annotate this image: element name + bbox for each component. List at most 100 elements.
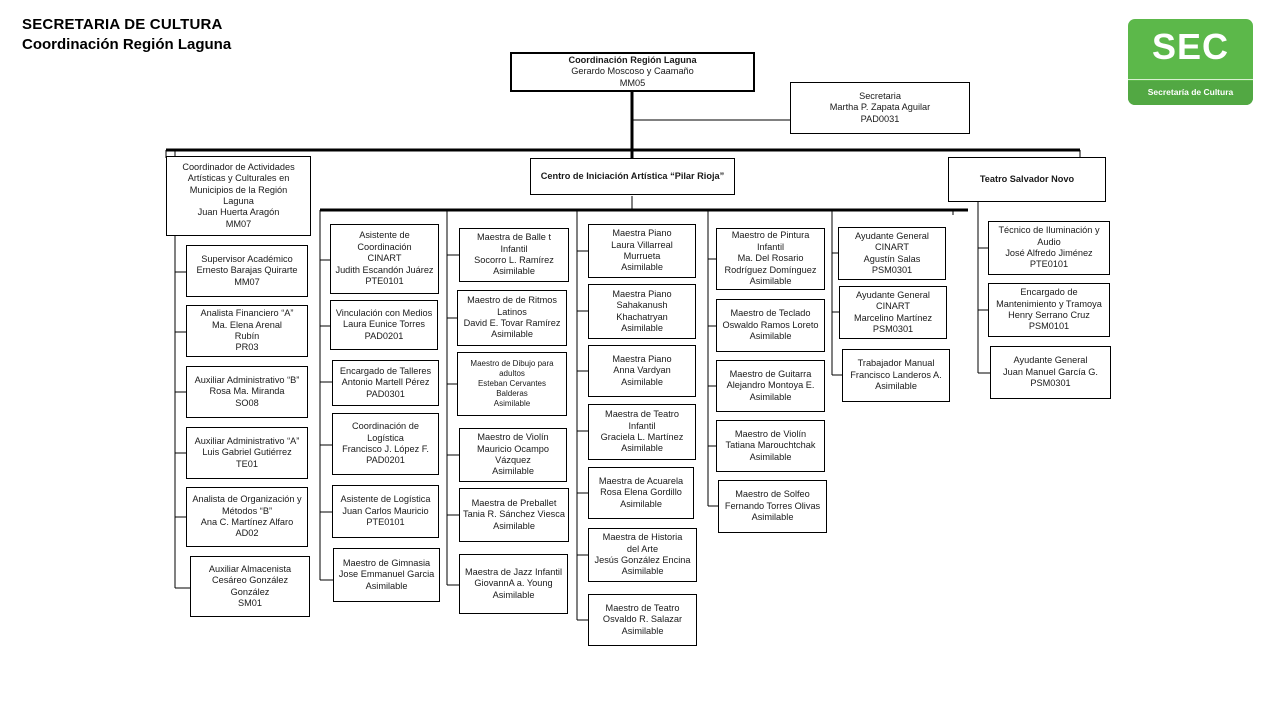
node-text-line: Rubín [234, 331, 260, 341]
node-text-line: Gerardo Moscoso y Caamaño [571, 66, 694, 77]
node-text-line: PTE0101 [366, 517, 405, 528]
node-text-line: Ma. Del Rosario [737, 253, 804, 264]
node-text-line: Coordinación de [352, 421, 419, 432]
node-text-line: Maestro de Violín [477, 432, 549, 443]
node-text-line: Sahakanush [616, 300, 668, 311]
node-text-line: Laura Eunice Torres [342, 319, 426, 330]
node-text-line: Ayudante General [855, 230, 929, 241]
node-text-line: Laguna [223, 196, 254, 206]
node-auxiliar-administrativo-b: Auxiliar Administrativo “B”Rosa Ma. Mira… [186, 366, 308, 418]
node-text-line: Asimilable [875, 381, 917, 392]
node-text-line: CINART [367, 253, 402, 264]
node-text-line: Asimilable [621, 443, 663, 454]
node-text-line: Tatiana Marouchtchak [725, 440, 816, 451]
node-text-line: PAD0031 [860, 113, 900, 124]
node-text-line: Murrueta [623, 251, 661, 261]
node-text-line: SM01 [237, 597, 262, 608]
node-text-line: Vinculación con Medios [335, 307, 433, 318]
node-text-line: Maestra de Preballet [471, 497, 557, 508]
logo-band [1128, 81, 1253, 105]
node-text-line: Asimilable [621, 625, 664, 636]
node-text-line: Oswaldo Ramos Loreto [722, 319, 819, 330]
node-text-line: Francisco J. López F. [342, 444, 429, 454]
node-text-line: Vázquez [495, 455, 531, 465]
node-text-line: Encargado de Talleres [339, 365, 432, 376]
node-text-line: TE01 [236, 458, 258, 469]
node-text-line: Coordinación [357, 241, 412, 252]
node-text-line: Jesús González Encina [594, 555, 691, 565]
node-text-line: Maestro de Dibujo para [470, 359, 554, 368]
node-text-line: Asimilable [620, 498, 662, 509]
node-text-line: Fernando Torres Olivas [724, 500, 821, 511]
node-text-line: Asimilable [492, 466, 534, 477]
node-text-line: Maestra Piano [612, 353, 672, 364]
page-subtitle: Coordinación Región Laguna [22, 36, 232, 53]
node-text-line: Ayudante General [1013, 355, 1088, 366]
node-text-line: Latinos [497, 306, 527, 317]
node-text-line: PAD0301 [366, 388, 405, 399]
node-text-line: Técnico de Iluminación y [998, 225, 1100, 236]
node-text-line: PTE0101 [1029, 259, 1069, 270]
node-text-line: Asimilable [621, 262, 663, 273]
node-text-line: GiovannA a. Young [474, 578, 553, 589]
node-text-line: MM07 [225, 218, 252, 229]
node-text-line: Encargado de [1020, 287, 1078, 298]
node-text-line: Agustín Salas [863, 253, 921, 264]
node-text-line: Maestra de Historia [602, 532, 683, 543]
node-text-line: MM07 [234, 276, 260, 287]
node-text-line: Osvaldo R. Salazar [602, 614, 683, 625]
node-text-line: Asimilable [493, 520, 535, 531]
node-text-line: PR03 [235, 342, 259, 353]
node-text-line: Asimilable [621, 322, 663, 333]
node-text-line: Analista Financiero “A” [200, 308, 294, 319]
node-text-line: Balderas [496, 389, 528, 398]
node-text-line: Esteban Cervantes [477, 379, 547, 388]
node-text-line: Asimilable [493, 266, 535, 277]
node-text-line: Juan Huerta Aragón [197, 207, 280, 218]
logo-tagline: Secretaría de Cultura [1147, 87, 1234, 97]
node-text-line: Trabajador Manual [857, 358, 935, 369]
node-text-line: SO08 [235, 397, 259, 408]
node-text-line: Mantenimiento y Tramoya [996, 298, 1102, 309]
node-text-line: CINART [875, 301, 911, 312]
node-text-line: Municipios de la Región [189, 184, 288, 195]
node-text-line: Maestra de Acuarela [598, 475, 684, 486]
node-text-line: Ayudante General [856, 289, 930, 300]
node-text-line: PAD0201 [366, 455, 405, 466]
node-text-line: Logística [367, 432, 404, 443]
node-text-line: Supervisor Académico [201, 253, 293, 264]
node-text-line: Asimilable [491, 329, 533, 340]
node-text-line: Marcelino Martínez [853, 312, 933, 323]
node-text-line: Maestro de Gimnasia [342, 557, 431, 568]
node-text-line: Métodos “B” [221, 505, 273, 516]
node-text-line: PSM0301 [1030, 378, 1071, 389]
node-text-line: Khachatryan [616, 311, 668, 322]
node-text-line: Teatro Salvador Novo [979, 173, 1075, 184]
node-text-line: Asimilable [621, 376, 663, 387]
node-text-line: del Arte [626, 543, 659, 554]
node-text-line: Antonio Martell Pérez [341, 377, 430, 388]
node-text-line: Auxiliar Almacenista [208, 563, 292, 574]
node-auxiliar-administrativo-a: Auxiliar Administrativo “A”Luis Gabriel … [186, 427, 308, 479]
node-text-line: Asimilable [492, 589, 535, 600]
node-text-line: Henry Serrano Cruz [1008, 310, 1090, 320]
node-text-line: AD02 [235, 528, 259, 539]
node-text-line: MM05 [619, 77, 646, 88]
